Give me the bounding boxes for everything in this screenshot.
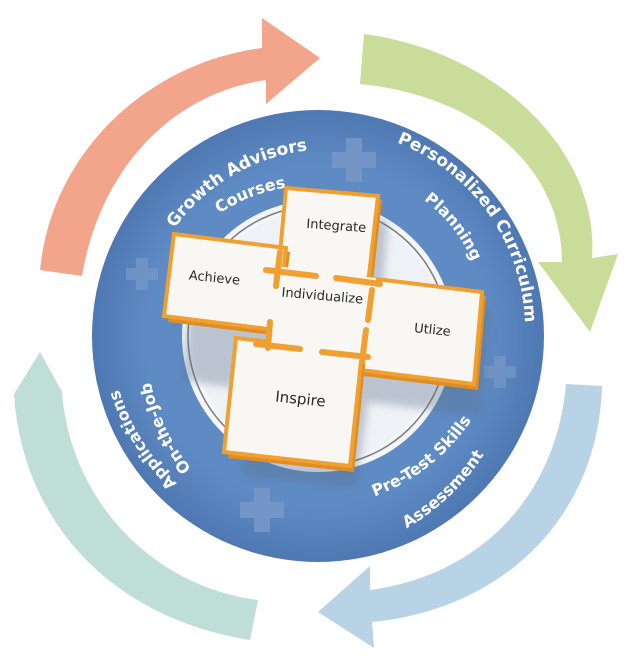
tile-label-integrate: Integrate <box>306 217 367 236</box>
arrow-icon <box>318 384 602 648</box>
arrow-top-left <box>40 18 320 276</box>
arrow-bottom-left <box>14 352 258 640</box>
tile-label-inspire: Inspire <box>274 387 326 410</box>
cross-tiles: Integrate Achieve Utlize Inspire <box>161 185 486 472</box>
arrow-top-right <box>360 34 618 332</box>
plus-icon <box>484 356 516 388</box>
tile-inspire: Inspire <box>221 335 366 472</box>
plus-icon <box>240 488 284 532</box>
tile-label-achieve: Achieve <box>188 268 241 288</box>
arrow-icon <box>14 352 258 640</box>
arrow-bottom-right <box>318 384 602 648</box>
arrow-icon <box>360 34 618 332</box>
tile-label-utilize: Utlize <box>413 321 451 340</box>
plus-icon <box>332 138 376 182</box>
tile-utilize: Utlize <box>357 275 486 390</box>
arrow-icon <box>40 18 320 276</box>
plus-icon <box>126 258 158 290</box>
center-label-individualize: Individualize <box>281 285 364 307</box>
tile-center: Individualize <box>253 249 383 365</box>
